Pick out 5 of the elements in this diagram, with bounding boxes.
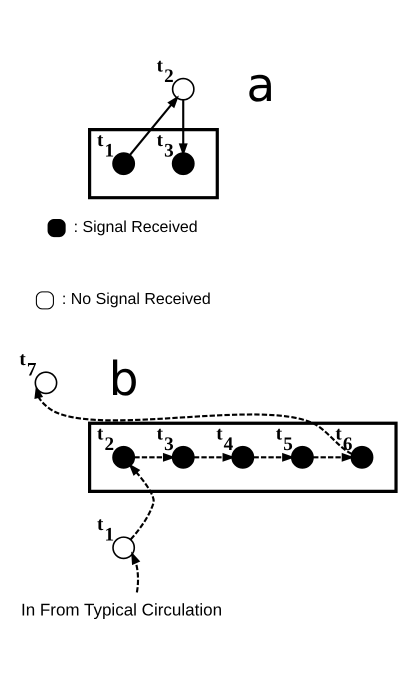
label: a [246,59,276,114]
legend-label: : No Signal Received [62,291,211,308]
legend-label: : Signal Received [74,218,198,236]
node-text: In From Typical Circulation [20,600,222,620]
label: b [108,352,139,407]
